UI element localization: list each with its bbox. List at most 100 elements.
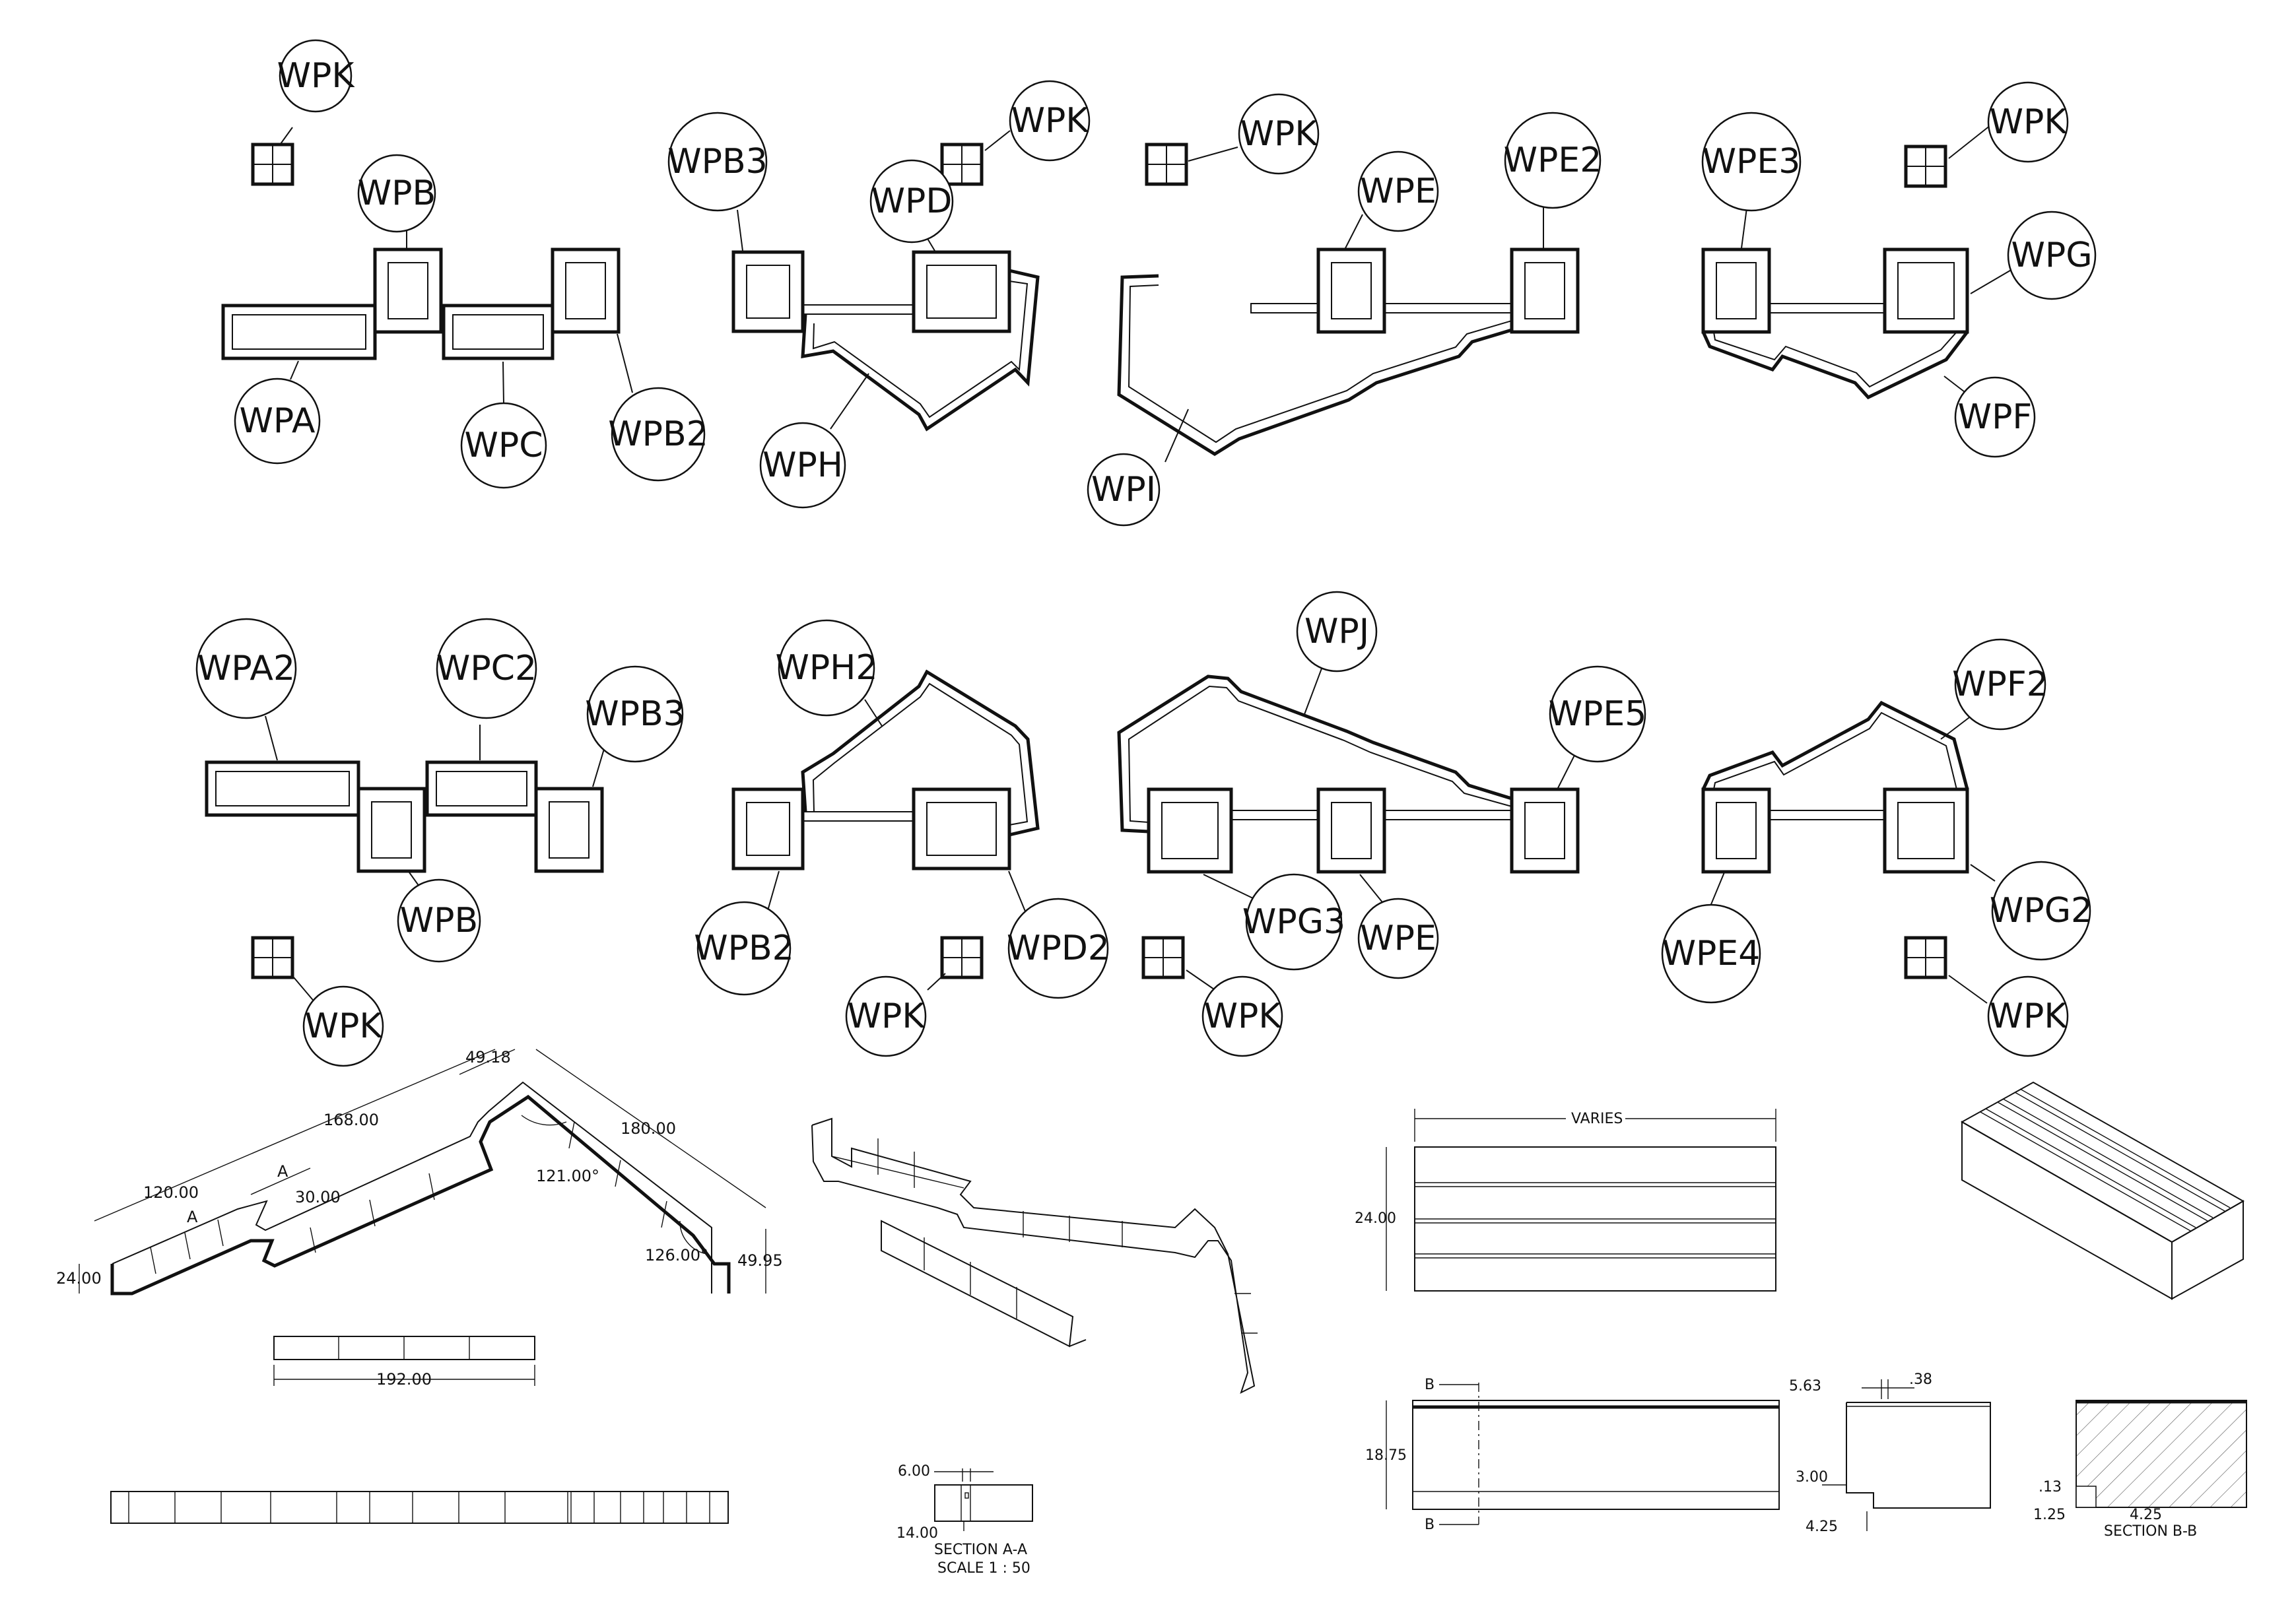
dim-13: .13	[2039, 1479, 2062, 1495]
dim-4-25: 4.25	[1806, 1519, 1838, 1535]
svg-text:WPC2: WPC2	[436, 649, 537, 688]
dim-6: 6.00	[898, 1463, 930, 1480]
balloon-wpf2-1: WPF2	[1952, 638, 2048, 731]
wpe2-module	[1510, 247, 1580, 334]
cut-b-bottom: B	[1425, 1517, 1435, 1533]
svg-text:WPK: WPK	[305, 1006, 384, 1046]
wpd-module	[912, 250, 1011, 333]
wpb-module	[356, 787, 426, 873]
balloon-wph2-1: WPH2	[776, 619, 877, 717]
svg-text:WPB2: WPB2	[694, 929, 794, 968]
svg-text:WPF2: WPF2	[1952, 665, 2048, 704]
dim-49-95: 49.95	[737, 1251, 783, 1270]
plan-group-6	[731, 669, 1040, 991]
wpb3-module	[731, 250, 805, 333]
block-front-view: B B 18.75	[1365, 1377, 1780, 1533]
dim-121deg: 121.00°	[536, 1167, 599, 1185]
balloon-wpe2-1: WPE2	[1504, 112, 1602, 209]
balloon-wpk-2: WPK	[1009, 80, 1091, 162]
plan-group-5	[205, 715, 605, 1004]
svg-text:WPB3: WPB3	[585, 694, 685, 734]
dim-3: 3.00	[1796, 1469, 1828, 1486]
wpk-block	[940, 936, 984, 979]
plan-group-3	[1117, 143, 1580, 463]
balloon-wpd-1: WPD	[869, 159, 954, 244]
balloon-wpb-2: WPB	[397, 878, 481, 963]
balloon-wpk-5: WPK	[302, 985, 384, 1067]
dim-30: 30.00	[295, 1188, 341, 1206]
balloon-wpg2-1: WPG2	[1990, 861, 2093, 961]
wall-run	[1117, 674, 1512, 834]
wpk-block	[940, 143, 984, 186]
wpb2-module	[731, 787, 805, 870]
wall-run	[1701, 700, 1969, 820]
wpk-block	[251, 143, 294, 186]
dim-24: 24.00	[56, 1269, 102, 1288]
balloon-wpa2-1: WPA2	[195, 618, 297, 719]
section-aa-scale: SCALE 1 : 50	[937, 1560, 1030, 1577]
wpe-module	[1316, 247, 1386, 334]
wpb2-module	[551, 247, 621, 334]
dim-49-18: 49.18	[465, 1048, 511, 1066]
balloon-wpk-7: WPK	[1201, 975, 1283, 1057]
wall-run	[1701, 303, 1969, 400]
svg-text:WPK: WPK	[1240, 114, 1319, 154]
wpb3-module	[534, 787, 604, 873]
cut-a-bottom: A	[187, 1208, 198, 1226]
svg-text:WPA2: WPA2	[197, 649, 295, 688]
wpg3-module	[1147, 787, 1233, 874]
balloon-wph-1: WPH	[759, 422, 846, 509]
wpk-block	[1904, 936, 1947, 979]
wpd2-module	[912, 787, 1011, 870]
wall-run	[1117, 274, 1512, 456]
svg-text:WPK: WPK	[1011, 101, 1090, 141]
plan-group-8	[1701, 700, 1996, 1004]
plan-group-7	[1117, 663, 1588, 997]
svg-text:WPJ: WPJ	[1304, 612, 1369, 651]
balloon-wpe3-1: WPE3	[1701, 112, 1802, 212]
wpg-module	[1883, 247, 1969, 334]
balloon-wpe-2: WPE	[1357, 898, 1439, 979]
balloon-wpe4-1: WPE4	[1661, 903, 1761, 1004]
svg-text:WPB: WPB	[400, 901, 478, 940]
callout-balloons: WPK WPB WPA WPC WPB2 WPB3 WPD WPH WPK WP…	[195, 39, 2097, 1067]
section-b-b: .13 1.25 4.25 SECTION B-B	[2033, 1400, 2247, 1540]
block-isometric	[1960, 1081, 2245, 1300]
svg-text:WPE4: WPE4	[1662, 934, 1761, 973]
section-bb-title: SECTION B-B	[2104, 1523, 2197, 1540]
dim-126deg: 126.00°	[645, 1246, 708, 1264]
balloon-wpd2-1: WPD2	[1007, 898, 1110, 999]
wpk-block	[1141, 936, 1185, 979]
dim-168: 168.00	[323, 1111, 379, 1129]
wpe5-module	[1510, 787, 1580, 874]
cut-b-top: B	[1425, 1377, 1435, 1393]
wpa2-module	[205, 760, 360, 817]
wall-run	[801, 669, 1040, 837]
cut-a-top: A	[277, 1162, 288, 1181]
wpe-module	[1316, 787, 1386, 874]
balloon-wpk-1: WPK	[277, 39, 355, 113]
svg-text:WPE: WPE	[1360, 172, 1436, 211]
svg-text:WPG2: WPG2	[1990, 891, 2093, 931]
section-aa-title: SECTION A-A	[934, 1542, 1027, 1558]
dim-varies: VARIES	[1571, 1111, 1623, 1127]
svg-text:WPE3: WPE3	[1703, 142, 1801, 181]
isometric-wall	[811, 1117, 1258, 1394]
dim-180: 180.00	[621, 1119, 676, 1138]
dim-14: 14.00	[896, 1525, 938, 1542]
svg-text:WPE2: WPE2	[1504, 141, 1602, 180]
balloon-wpc2-1: WPC2	[436, 618, 537, 719]
svg-text:WPI: WPI	[1091, 470, 1156, 509]
svg-text:WPA: WPA	[239, 401, 315, 441]
wpk-block	[251, 936, 294, 979]
block-top-view: VARIES 24.00	[1355, 1109, 1776, 1292]
balloon-wpe5-1: WPE5	[1549, 665, 1646, 763]
svg-text:WPG: WPG	[2011, 236, 2092, 275]
balloon-wpg3-1: WPG3	[1242, 873, 1345, 971]
wpe3-module	[1701, 247, 1771, 334]
svg-text:WPH: WPH	[762, 445, 843, 485]
wpe4-module	[1701, 787, 1771, 874]
dim-1-25: 1.25	[2033, 1507, 2066, 1523]
balloon-wpj-1: WPJ	[1296, 591, 1378, 672]
